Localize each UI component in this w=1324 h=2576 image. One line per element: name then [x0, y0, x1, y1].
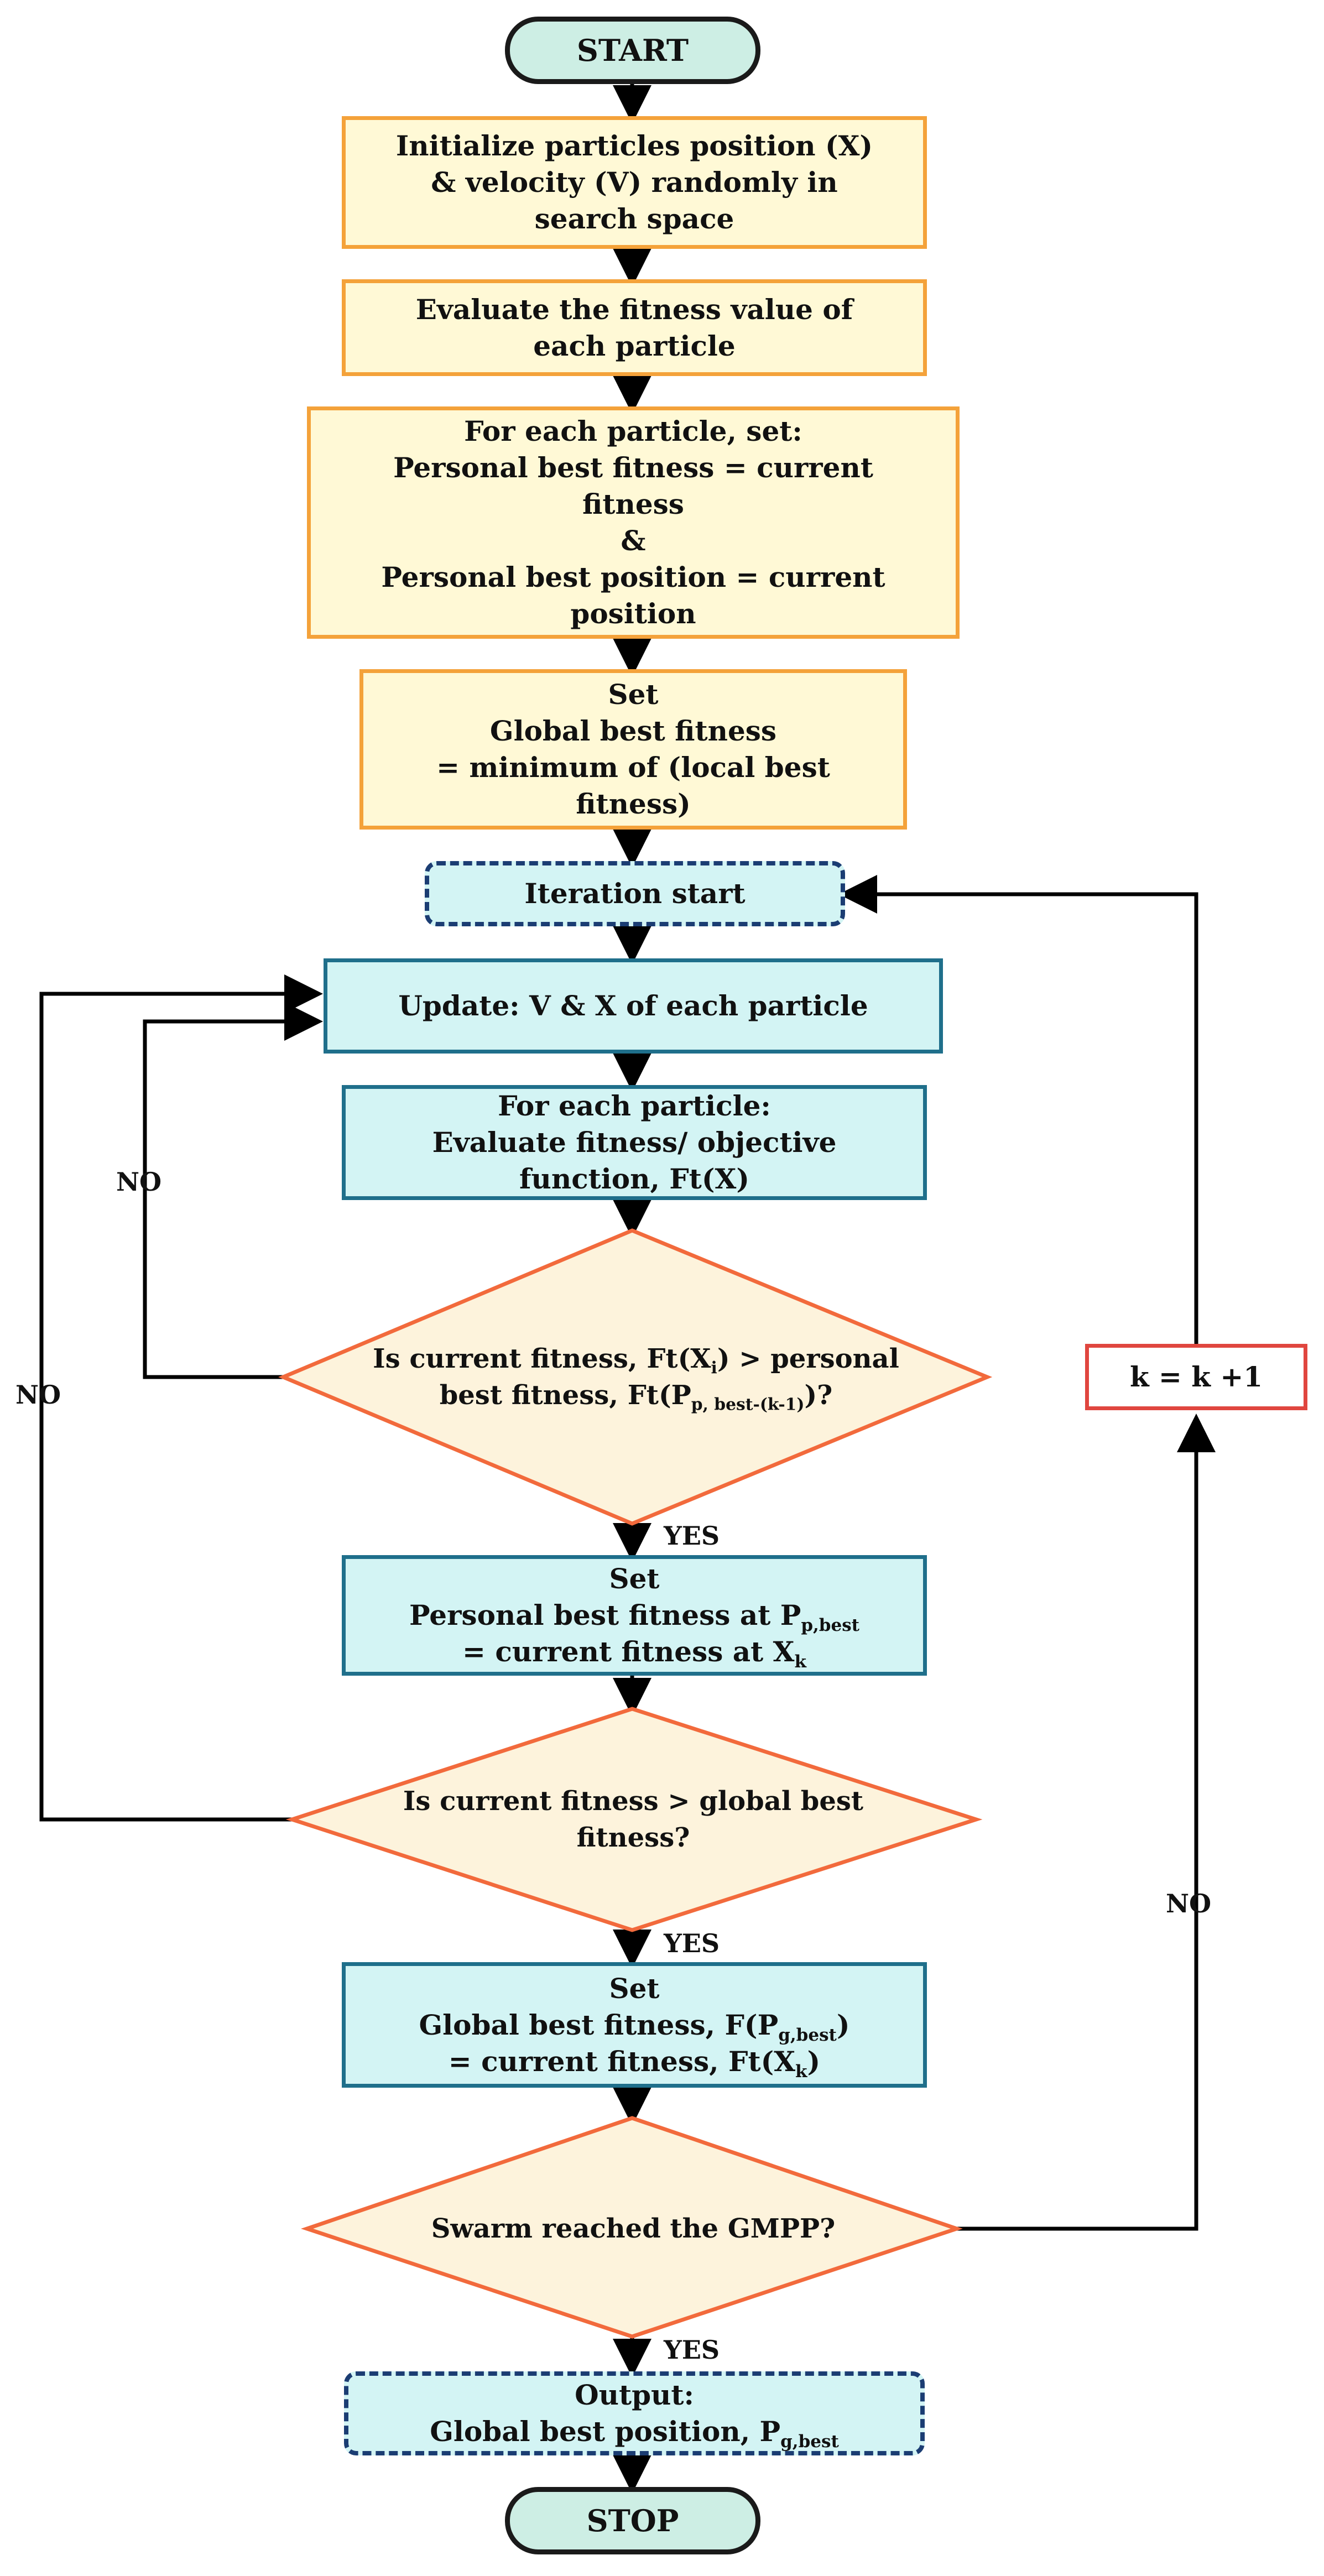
initialize-particles-box: Initialize particles position (X) & velo… — [342, 116, 927, 249]
dec1-line3-a: Ft(P — [627, 1380, 691, 1411]
update-velocity-position-box: Update: V & X of each particle — [324, 958, 943, 1054]
gbest-line3-sub: k — [795, 2061, 807, 2082]
output-box: Output: Global best position, Pg,best — [344, 2371, 925, 2455]
k-increment-box: k = k +1 — [1085, 1344, 1307, 1410]
no-label-right: NO — [1166, 1889, 1212, 1918]
pbest-line3-a: = current fitness at X — [462, 1635, 795, 1668]
start-terminal: START — [505, 17, 760, 84]
decision-3-text: Swarm reached the GMPP? — [431, 2213, 836, 2244]
yes-label-3: YES — [664, 2335, 720, 2365]
set-personal-best-at-p-box: Set Personal best fitness at Pp,best = c… — [342, 1555, 927, 1676]
dec1-line2-sub: i — [711, 1358, 717, 1378]
output-line2-sub: g,best — [780, 2432, 839, 2452]
dec1-line2-b: ) > personal best fitness, — [439, 1343, 899, 1411]
gbest-line2-sub: g,best — [778, 2025, 837, 2045]
pbest-line2-sub: p,best — [801, 1615, 859, 1635]
evaluate-objective-box: For each particle: Evaluate fitness/ obj… — [342, 1085, 927, 1200]
dec1-line3-b: )? — [804, 1380, 833, 1411]
arrow-dec1-no-loop — [143, 1002, 323, 1379]
arrow-kbox-iteration — [838, 875, 1198, 1344]
iteration-start-box: Iteration start — [425, 861, 845, 926]
gbest-line2-b: ) — [836, 2008, 850, 2041]
decision-1-text: Is current fitness, Ft(Xi) > personal be… — [373, 1343, 899, 1415]
no-label-inner: NO — [116, 1167, 162, 1197]
dec1-line3-sub: p, best-(k-1) — [691, 1395, 805, 1415]
yes-label-1: YES — [664, 1521, 720, 1551]
decision-diamond-3 — [301, 2116, 963, 2339]
yes-label-2: YES — [664, 1928, 720, 1958]
decision-diamond-1 — [278, 1228, 993, 1526]
set-global-best-box: Set Global best fitness = minimum of (lo… — [359, 669, 907, 830]
stop-terminal: STOP — [505, 2487, 760, 2554]
set-global-best-fitness-box: Set Global best fitness, F(Pg,best) = cu… — [342, 1962, 927, 2088]
set-personal-best-box: For each particle, set: Personal best fi… — [307, 406, 960, 639]
output-line2-a: Global best position, P — [430, 2415, 781, 2448]
dec1-line2-a: Ft(X — [647, 1343, 711, 1374]
arrow-dec2-no-loop — [39, 974, 323, 1822]
gbest-line3-b: ) — [807, 2045, 821, 2078]
arrow-dec3-no-kbox — [957, 1414, 1216, 2231]
pbest-line2-a: Personal best fitness at P — [409, 1599, 801, 1631]
decision-2-text: Is current fitness > global best fitness… — [403, 1786, 864, 1853]
evaluate-fitness-box: Evaluate the fitness value of each parti… — [342, 279, 927, 376]
gbest-line2-a: Global best fitness, F(P — [419, 2008, 779, 2041]
pbest-line3-sub: k — [794, 1652, 806, 1672]
no-label-outer: NO — [15, 1380, 61, 1410]
decision-diamond-2 — [285, 1707, 983, 1932]
gbest-line3-a: = current fitness, Ft(X — [448, 2045, 796, 2078]
